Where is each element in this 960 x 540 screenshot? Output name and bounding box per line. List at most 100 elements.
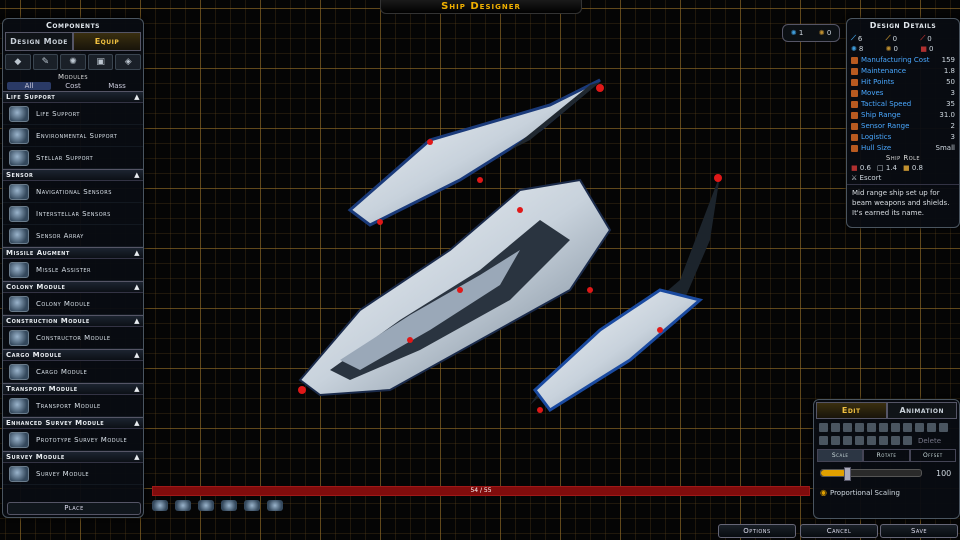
tool-icon[interactable]	[879, 436, 888, 445]
tool-icon[interactable]	[831, 436, 840, 445]
collapse-icon[interactable]: ▲	[134, 249, 140, 257]
module-label: Transport Module	[36, 401, 101, 410]
tool-icon[interactable]	[819, 436, 828, 445]
tray-item[interactable]	[152, 500, 168, 511]
tab-scale[interactable]: Scale	[817, 449, 864, 462]
category-header[interactable]: Colony Module▲	[3, 281, 143, 293]
stat-label-text: Manufacturing Cost	[861, 56, 930, 64]
stat-label: Tactical Speed	[851, 99, 911, 110]
collapse-icon[interactable]: ▲	[134, 317, 140, 325]
save-button[interactable]: Save	[880, 524, 958, 538]
stat-label: Maintenance	[851, 66, 906, 77]
category-header[interactable]: Life Support▲	[3, 91, 143, 103]
scale-slider[interactable]: 100	[820, 466, 953, 481]
tool-icon[interactable]	[843, 423, 852, 432]
module-item[interactable]: Stellar Support	[3, 147, 143, 169]
gear-icon[interactable]: ✺	[60, 54, 86, 70]
stat-label: Logistics	[851, 132, 891, 143]
tab-animation[interactable]: Animation	[886, 402, 957, 419]
tool-icon[interactable]	[831, 423, 840, 432]
module-item[interactable]: Prototype Survey Module	[3, 429, 143, 451]
module-icon	[9, 227, 29, 244]
module-item[interactable]: Transport Module	[3, 395, 143, 417]
module-item[interactable]: Cargo Module	[3, 361, 143, 383]
tool-icon[interactable]	[939, 423, 948, 432]
module-item[interactable]: Interstellar Sensors	[3, 203, 143, 225]
stat-icon	[851, 112, 858, 119]
module-item[interactable]: Environmental Support	[3, 125, 143, 147]
category-header[interactable]: Construction Module ▲	[3, 315, 143, 327]
tool-icon[interactable]	[891, 436, 900, 445]
module-item[interactable]: Missle Assister	[3, 259, 143, 281]
tab-edit[interactable]: Edit	[816, 402, 887, 419]
tool-icon[interactable]	[903, 436, 912, 445]
page-title: Ship Designer	[380, 0, 582, 14]
tab-design-mode[interactable]: Design Mode	[5, 32, 73, 51]
collapse-icon[interactable]: ▲	[134, 171, 140, 179]
tool-icon[interactable]	[903, 423, 912, 432]
tray-item[interactable]	[175, 500, 191, 511]
tray-item[interactable]	[244, 500, 260, 511]
category-header[interactable]: Transport Module▲	[3, 383, 143, 395]
module-icon[interactable]: ▣	[87, 54, 114, 70]
cancel-button[interactable]: Cancel	[800, 524, 878, 538]
collapse-icon[interactable]: ▲	[134, 453, 140, 461]
summary-attack-3: ⟋0	[920, 34, 955, 43]
tool-icon[interactable]	[867, 436, 876, 445]
collapse-icon[interactable]: ▲	[134, 351, 140, 359]
tab-rotate[interactable]: Rotate	[863, 449, 910, 462]
tab-offset[interactable]: Offset	[909, 449, 956, 462]
tool-icon[interactable]	[915, 423, 924, 432]
collapse-icon[interactable]: ▲	[134, 419, 140, 427]
category-header[interactable]: Missile Augment▲	[3, 247, 143, 259]
tool-icon[interactable]	[879, 423, 888, 432]
attack-role-icon: ■	[851, 164, 858, 172]
sort-cost[interactable]: Cost	[65, 82, 81, 90]
proportional-scaling-toggle[interactable]: ◉ Proportional Scaling	[814, 484, 959, 501]
tool-icon[interactable]	[867, 423, 876, 432]
module-item[interactable]: Colony Module	[3, 293, 143, 315]
category-header[interactable]: Cargo Module▲	[3, 349, 143, 361]
module-item[interactable]: Survey Module	[3, 463, 143, 485]
category-label: Construction Module	[6, 317, 90, 325]
module-item[interactable]: Navigational Sensors	[3, 181, 143, 203]
module-icon	[9, 105, 29, 122]
slider-knob[interactable]	[844, 467, 851, 481]
module-icon	[9, 363, 29, 380]
tray-item[interactable]	[221, 500, 237, 511]
tool-icon[interactable]	[927, 423, 936, 432]
weapon-icon[interactable]: ◆	[5, 54, 31, 70]
tool-icon[interactable]	[891, 423, 900, 432]
module-item[interactable]: Constructor Module	[3, 327, 143, 349]
module-item[interactable]: Sensor Array	[3, 225, 143, 247]
category-header[interactable]: Sensor▲	[3, 169, 143, 181]
tray-item[interactable]	[198, 500, 214, 511]
place-button[interactable]: Place	[7, 502, 141, 515]
ship-model[interactable]	[280, 60, 740, 430]
options-button[interactable]: Options	[718, 524, 796, 538]
tool-icon[interactable]	[855, 423, 864, 432]
role-defense: □ 1.4	[877, 164, 897, 172]
sort-mass[interactable]: Mass	[108, 82, 126, 90]
module-item[interactable]: Life Support	[3, 103, 143, 125]
delete-button[interactable]: Delete	[918, 436, 941, 445]
collapse-icon[interactable]: ▲	[134, 93, 140, 101]
module-label: Life Support	[36, 109, 80, 118]
target-icon[interactable]: ◈	[115, 54, 141, 70]
collapse-icon[interactable]: ▲	[134, 283, 140, 291]
collapse-icon[interactable]: ▲	[134, 385, 140, 393]
sort-all[interactable]: All	[7, 82, 51, 90]
tool-icon[interactable]	[855, 436, 864, 445]
tool-icon[interactable]	[843, 436, 852, 445]
tool-icon[interactable]	[819, 423, 828, 432]
tab-equip[interactable]: Equip	[73, 32, 141, 51]
wrench-icon[interactable]: ✎	[32, 54, 59, 70]
category-header[interactable]: Survey Module▲	[3, 451, 143, 463]
category-header[interactable]: Enhanced Survey Module▲	[3, 417, 143, 429]
tray-item[interactable]	[267, 500, 283, 511]
